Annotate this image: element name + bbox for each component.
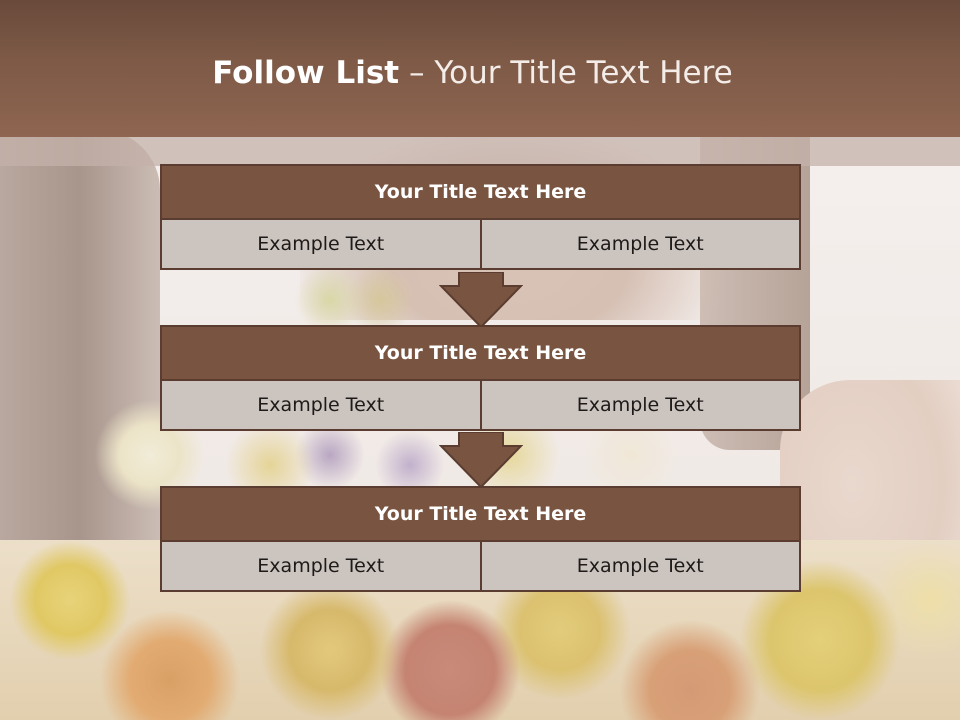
flow-block-cell-right: Example Text <box>481 542 801 592</box>
flow-block-row: Example Text Example Text <box>160 542 801 592</box>
flow-block-cell-left: Example Text <box>160 542 482 592</box>
flow-block-3: Your Title Text Here Example Text Exampl… <box>160 486 801 592</box>
flow-block-cell-left: Example Text <box>160 220 482 270</box>
flow-block-cell-right: Example Text <box>481 220 801 270</box>
flow-block-title: Your Title Text Here <box>160 486 801 542</box>
flow-block-2: Your Title Text Here Example Text Exampl… <box>160 325 801 431</box>
down-arrow-icon <box>439 272 523 328</box>
flow-block-title: Your Title Text Here <box>160 325 801 381</box>
down-arrow-icon <box>439 432 523 488</box>
slide-title: Follow List – Your Title Text Here <box>0 55 945 91</box>
header-band <box>0 0 960 137</box>
header-subband <box>0 137 960 166</box>
flow-block-row: Example Text Example Text <box>160 220 801 270</box>
flow-block-title: Your Title Text Here <box>160 164 801 220</box>
flow-block-1: Your Title Text Here Example Text Exampl… <box>160 164 801 270</box>
flow-block-cell-left: Example Text <box>160 381 482 431</box>
flow-block-cell-right: Example Text <box>481 381 801 431</box>
flow-block-row: Example Text Example Text <box>160 381 801 431</box>
slide-title-rest: – Your Title Text Here <box>399 55 733 91</box>
slide-title-bold: Follow List <box>212 55 400 91</box>
